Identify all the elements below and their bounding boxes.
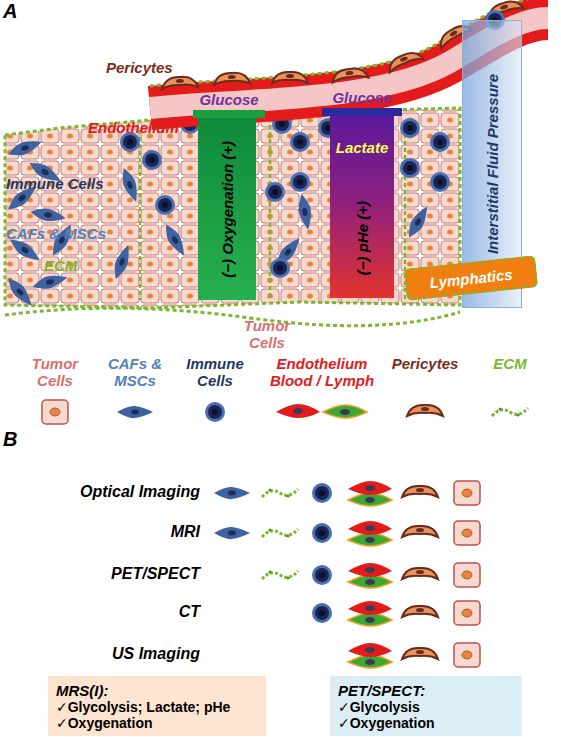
legend-text: Immune Cells [182,356,248,389]
illustration-part [42,400,68,424]
illustration-part [402,568,438,579]
illustration-part [348,521,392,546]
node-text: Interstitial Fluid Pressure [484,74,501,254]
illustration-part [348,643,392,668]
node-text: Lymphatics [429,265,514,291]
legend-text: Tumor Cells [25,356,85,389]
illustration-part [110,243,134,281]
oxygenation-gradient: (−) Oxygenation (+) [198,118,256,300]
modality-label: MRI [0,523,200,541]
cell-label: Tumor Cells [240,318,294,351]
illustration-part [29,206,67,224]
node-text: ✓Glycolysis; Lactate; pHe [56,699,230,715]
illustration-part [348,601,392,626]
illustration-part [4,274,37,309]
panel-letter: A [3,0,17,22]
node-text: (−) Oxygenation (+) [219,141,236,278]
modality-label: US Imaging [0,645,200,663]
illustration-part [386,49,424,73]
glucose-band: Glucose [193,88,265,118]
illustration-part [402,606,438,617]
node-text: MRS(I): [56,682,109,699]
illustration-part [262,571,298,580]
illustration-part [161,221,190,258]
cell-label: CAFs & MSCs [6,226,106,243]
illustration-part [214,487,250,499]
illustration-part [5,108,460,308]
cell-label: Immune Cells [6,176,104,193]
illustration-part [5,108,460,308]
node-text: Glucose [199,91,258,108]
illustration-part [407,405,443,416]
illustration-part [276,404,320,418]
legend-text: ECM [485,356,535,373]
illustration-part [6,136,44,160]
illustration-part [262,529,298,538]
modality-label: CT [0,603,200,621]
illustration-part [400,118,420,138]
modality-label: PET/SPECT [0,565,200,583]
cell-label: ECM [44,258,77,275]
illustration-part [430,132,450,152]
legend-text: CAFs & MSCs [95,356,175,389]
illustration-part [454,521,480,545]
illustration-part [296,193,314,231]
modality-label: Optical Imaging [0,483,200,501]
illustration-part [31,271,69,292]
illustration-part [312,523,332,543]
illustration-part [262,489,298,498]
illustration-part [492,408,528,417]
panel-letter: B [3,428,17,450]
illustration-part [205,402,225,422]
node-text: Lactate [336,139,389,156]
illustration-part [162,76,199,89]
node-text: (−) pHe (+) [354,201,371,275]
node-text: Glucose [332,89,391,106]
illustration-part [454,643,480,667]
illustration-part [323,405,367,418]
node-text: ✓Oxygenation [56,715,153,731]
illustration-part [214,72,250,84]
illustration-part [270,258,290,278]
illustration-part [312,565,332,585]
illustration-part [140,120,405,300]
illustration-part [454,601,480,625]
illustration-part [348,481,392,506]
illustration-part [454,563,480,587]
glucose-band: Glucose [322,86,402,116]
illustration-part [402,526,438,537]
illustration-part [272,72,308,83]
node-text: ✓Oxygenation [338,715,435,731]
illustration-part [348,563,392,588]
cell-label: Endothelium [88,120,179,137]
illustration-part [265,182,285,202]
illustration-part [454,481,480,505]
legend-text: Endothelium Blood / Lymph [267,356,377,389]
illustration-part [290,172,310,192]
illustration-part [312,483,332,503]
illustration-part [155,195,175,215]
node-text: PET/SPECT: [338,682,425,699]
modality-box: PET/SPECT:✓Glycolysis✓Oxygenation [330,676,522,736]
illustration-part [402,486,438,497]
node-text: ✓Glycolysis [338,699,420,715]
illustration-part [117,406,153,418]
illustration-part [404,203,433,240]
modality-box: MRS(I):✓Glycolysis; Lactate; pHe✓Oxygena… [48,676,266,736]
illustration-part [400,158,420,178]
illustration-part [214,527,250,539]
illustration-part [430,172,450,192]
illustration-part [312,603,332,623]
illustration-part [290,132,310,152]
illustration-part [402,648,438,659]
illustration-part [142,150,162,170]
illustration-part [118,166,142,204]
illustration-part [331,66,368,82]
illustration-part [5,308,460,326]
legend-text: Pericytes [385,356,465,373]
cell-label: Pericytes [106,60,173,77]
ph-gradient: Lactate (−) pHe (+) [330,116,394,298]
